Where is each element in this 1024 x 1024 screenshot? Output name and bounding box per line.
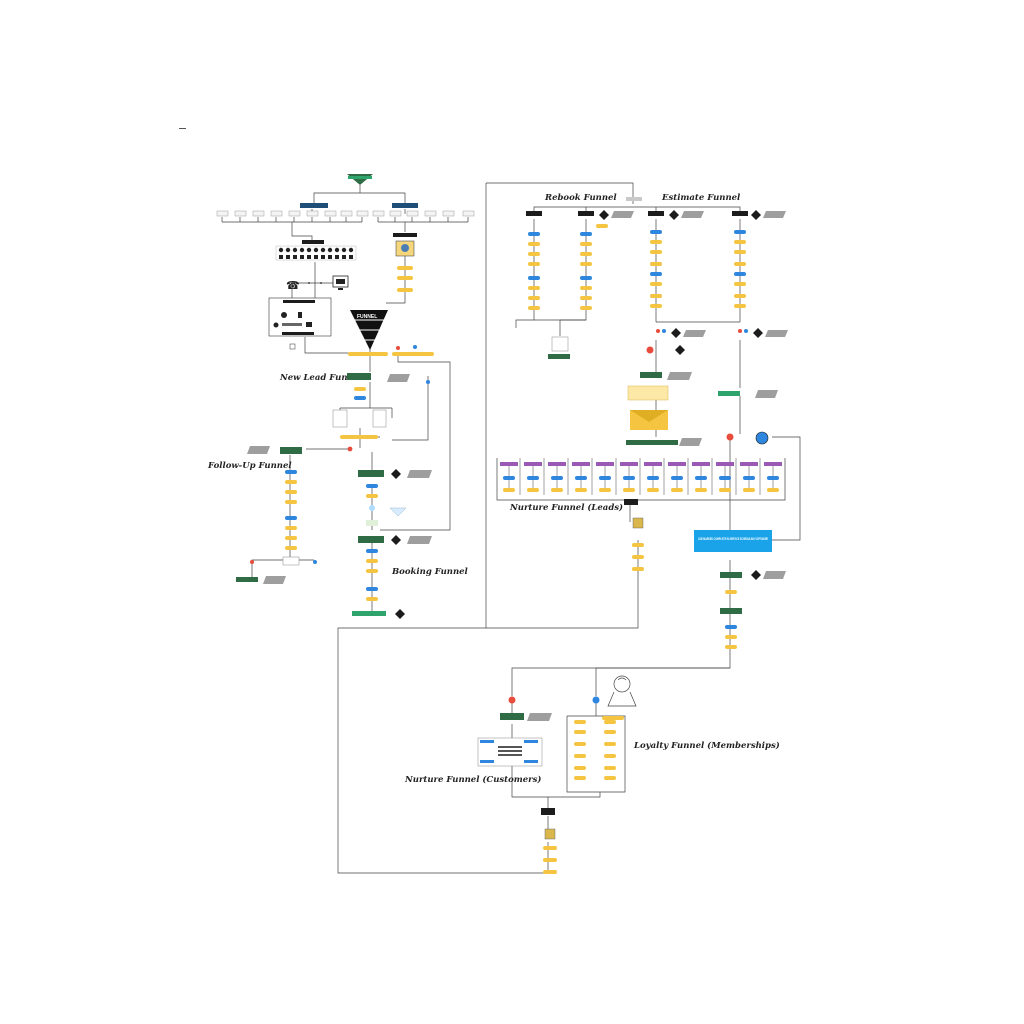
new-lead-doc[interactable] (332, 409, 348, 428)
booking-tag-2[interactable] (407, 536, 432, 544)
rebook-funnel-label: Rebook Funnel (544, 193, 617, 203)
new-lead-yellow-bar[interactable] (340, 435, 378, 439)
new-lead-red-node[interactable] (347, 446, 353, 452)
new-lead-funnel-label: New Lead Funnel (279, 373, 363, 383)
nurture-funnel-customers-label: Nurture Funnel (Customers) (404, 774, 541, 785)
follow-up-exit-tag[interactable] (263, 576, 286, 584)
new-lead-blue-node[interactable] (426, 380, 430, 384)
channel-icons-group (275, 240, 357, 261)
booking-trigger[interactable] (358, 470, 384, 477)
customers-end[interactable] (541, 808, 555, 815)
funnel-graphic: FUNNEL (350, 310, 388, 350)
category-header-left[interactable] (300, 203, 328, 208)
connectors (221, 182, 801, 874)
merge-dots (308, 282, 322, 284)
booking-tag[interactable] (407, 470, 432, 478)
membership-trigger[interactable] (720, 572, 742, 578)
nurture-funnel-leads-label: Nurture Funnel (Leads) (509, 502, 623, 513)
booking-steps[interactable] (352, 484, 407, 616)
membership-step-2[interactable] (725, 625, 737, 629)
estimate-exit-tag[interactable] (679, 438, 702, 446)
estimate-tag[interactable] (667, 372, 692, 380)
customers-steps[interactable] (543, 846, 557, 874)
customers-red-node[interactable] (508, 696, 516, 704)
job-complete-banner-text: JOB MARKED COMPLETE IN SERVICE SCHEDULIN… (698, 537, 768, 541)
nurture-leads-steps[interactable] (632, 543, 644, 571)
membership-step-3[interactable] (725, 635, 737, 639)
follow-up-trigger[interactable] (280, 447, 302, 454)
rebook-exit[interactable] (548, 354, 570, 359)
phone-icon: ☎ (286, 280, 300, 292)
loyalty-mascot (607, 675, 637, 707)
follow-up-red-node[interactable] (250, 560, 254, 564)
follow-up-exit[interactable] (236, 577, 258, 582)
estimate-email-card[interactable] (627, 385, 669, 430)
estimate-right-trigger[interactable] (718, 391, 740, 396)
nurture-leads-grid[interactable] (500, 462, 782, 492)
booking-end-diamond[interactable] (395, 609, 405, 619)
customers-gift[interactable] (544, 828, 556, 840)
corner-dash (179, 128, 186, 129)
customers-review-card[interactable] (477, 737, 543, 767)
blue-node[interactable] (413, 345, 417, 349)
follow-up-steps[interactable] (282, 470, 300, 566)
new-lead-trigger[interactable] (347, 373, 371, 380)
job-complete-banner[interactable]: JOB MARKED COMPLETE IN SERVICE SCHEDULIN… (694, 530, 772, 552)
bottom-small-gear[interactable] (289, 343, 296, 350)
membership-step-1[interactable] (725, 590, 737, 594)
estimate-column-2[interactable] (732, 210, 786, 308)
new-lead-entry-bar[interactable] (348, 352, 388, 356)
booking-funnel-label: Booking Funnel (391, 567, 469, 577)
estimate-trigger[interactable] (640, 372, 662, 378)
new-lead-doc-2[interactable] (372, 409, 387, 428)
source-boxes-left[interactable] (216, 210, 369, 217)
booking-diamond-2[interactable] (391, 535, 401, 545)
estimate-column-1[interactable] (648, 210, 704, 308)
membership-trigger-2[interactable] (720, 608, 742, 614)
estimate-funnel-label: Estimate Funnel (661, 193, 741, 203)
membership-diamond[interactable] (751, 570, 761, 580)
customers-tag[interactable] (527, 713, 552, 721)
monitor-icon (332, 275, 349, 290)
rebook-column-1[interactable] (526, 211, 542, 310)
nurture-leads-grid-lines (508, 458, 774, 495)
start-node[interactable] (347, 174, 373, 185)
timer-icon (755, 431, 769, 445)
membership-step-4[interactable] (725, 645, 737, 649)
red-node[interactable] (396, 346, 400, 350)
estimate-red-node[interactable] (726, 433, 734, 441)
follow-up-blue-node[interactable] (313, 560, 317, 564)
rebook-column-2[interactable] (578, 210, 634, 310)
estimate-exit[interactable] (626, 440, 678, 445)
customers-trigger[interactable] (500, 713, 524, 720)
estimate-right-tag[interactable] (755, 390, 778, 398)
nurture-leads-end[interactable] (624, 499, 638, 505)
estimate-decision-row[interactable] (646, 328, 789, 355)
new-lead-entry-bar-right[interactable] (392, 352, 434, 356)
category-header-right[interactable] (392, 203, 418, 208)
new-lead-step-1[interactable] (354, 387, 366, 391)
follow-up-tag[interactable] (247, 446, 270, 454)
loyalty-funnel-label: Loyalty Funnel (Memberships) (633, 740, 780, 751)
follow-up-funnel-label: Follow-Up Funnel (207, 461, 292, 471)
new-lead-step-2[interactable] (354, 396, 366, 400)
loyalty-blue-node[interactable] (592, 696, 600, 704)
loyalty-steps[interactable] (574, 716, 624, 780)
frame-top-tag[interactable] (626, 197, 642, 201)
nurture-leads-gift[interactable] (632, 517, 644, 529)
booking-diamond[interactable] (391, 469, 401, 479)
rebook-exit-doc[interactable] (551, 336, 569, 352)
funnel-graphic-label: FUNNEL (357, 314, 377, 320)
software-box[interactable] (268, 297, 332, 337)
right-lead-chain[interactable] (393, 233, 417, 292)
source-boxes-right[interactable] (372, 210, 475, 217)
membership-tag[interactable] (763, 571, 786, 579)
new-lead-tag[interactable] (387, 374, 410, 382)
